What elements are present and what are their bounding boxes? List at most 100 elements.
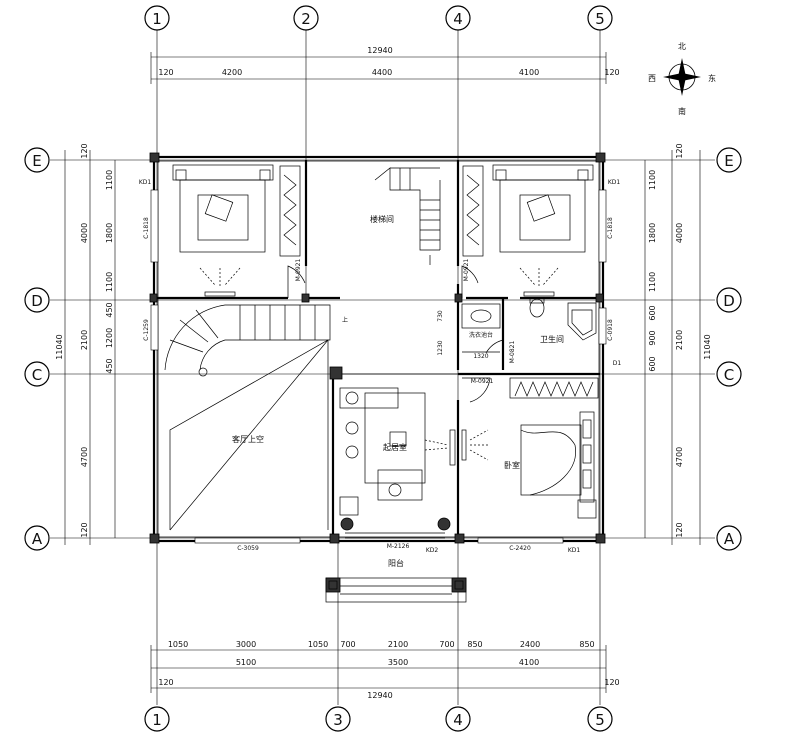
compass-south-label: 南 bbox=[678, 106, 686, 116]
dim-bottom-detail-6: 700 bbox=[439, 640, 454, 649]
label-kd1-right: KD1 bbox=[608, 179, 621, 186]
dim-top-span-3: 4100 bbox=[519, 68, 539, 77]
dim-bottom-detail-8: 2400 bbox=[520, 640, 540, 649]
structural-columns bbox=[149, 152, 606, 544]
dim-bottom-edge-right: 120 bbox=[604, 678, 619, 687]
dim-bottom-detail-3: 1050 bbox=[308, 640, 328, 649]
dim-right-outer-4: 4700 bbox=[675, 447, 684, 467]
label-d1: D1 bbox=[613, 360, 622, 367]
axis-left-c: C bbox=[32, 366, 42, 384]
dim-top-span-1: 4200 bbox=[222, 68, 242, 77]
label-m0921-mid: M-0921 bbox=[471, 378, 494, 385]
axis-left-d: D bbox=[31, 292, 43, 310]
window-c0918 bbox=[598, 307, 607, 345]
dim-bottom-detail-2: 3000 bbox=[236, 640, 256, 649]
dim-left-outer-5: 120 bbox=[80, 522, 89, 537]
doors: M-0921 M-0921 M-0821 M-0921 M-2126 bbox=[287, 259, 516, 550]
label-c0918: C-0918 bbox=[607, 319, 614, 341]
dim-left-inner-1: 1100 bbox=[105, 170, 114, 190]
dim-left-outer-4: 4700 bbox=[80, 447, 89, 467]
axis-top-5: 5 bbox=[595, 10, 605, 28]
dim-left-inner-3: 1100 bbox=[105, 272, 114, 292]
compass-north-label: 北 bbox=[678, 42, 686, 51]
balcony: 阳台 bbox=[325, 558, 467, 603]
basin-counter bbox=[461, 303, 501, 329]
dim-bottom-detail-9: 850 bbox=[579, 640, 594, 649]
interior-walls bbox=[157, 160, 600, 538]
window-c1259 bbox=[150, 304, 159, 351]
axis-right-e: E bbox=[724, 152, 733, 170]
door-swing-m0921-right bbox=[461, 265, 479, 298]
dim-top-span-2: 4400 bbox=[372, 68, 392, 77]
compass-east-label: 东 bbox=[708, 73, 716, 83]
dim-top-edge-right: 120 bbox=[604, 68, 619, 77]
dim-top-total: 12940 bbox=[367, 46, 392, 55]
dim-right-outer-2: 4000 bbox=[675, 223, 684, 243]
living-void: 客厅上空 bbox=[169, 339, 329, 531]
bedroom-right-bottom: 卧室 bbox=[461, 377, 599, 519]
room-bathroom-label: 卫生间 bbox=[540, 334, 564, 344]
axis-top-2: 2 bbox=[301, 10, 311, 28]
axis-top-4: 4 bbox=[453, 10, 463, 28]
axis-right-c: C bbox=[724, 366, 734, 384]
opening-codes: KD1 KD1 KD1 KD2 D1 bbox=[139, 179, 622, 554]
dim-bottom-edge-left: 120 bbox=[158, 678, 173, 687]
dim-bottom-span-3: 4100 bbox=[519, 658, 539, 667]
label-c1818-left: C-1818 bbox=[143, 217, 150, 239]
axis-left-e: E bbox=[32, 152, 41, 170]
room-bedroom-right-label: 卧室 bbox=[504, 460, 520, 470]
dim-left-inner-4: 450 bbox=[105, 302, 114, 317]
dim-bottom-total: 12940 bbox=[367, 691, 392, 700]
windows: C-1818 C-1818 C-1259 C-0918 C-3059 C-242… bbox=[143, 189, 614, 552]
dim-left-inner-2: 1800 bbox=[105, 223, 114, 243]
label-kd1-left: KD1 bbox=[139, 179, 152, 186]
dim-bottom-span-2: 3500 bbox=[388, 658, 408, 667]
window-c2420 bbox=[477, 537, 564, 544]
dim-right-inner-6: 600 bbox=[648, 356, 657, 371]
compass-west-label: 西 bbox=[648, 74, 656, 83]
dim-left-outer-2: 4000 bbox=[80, 223, 89, 243]
bathroom: 洗衣池台 1320 730 1230 卫生间 bbox=[437, 297, 597, 360]
bedroom-right-top-furniture bbox=[462, 164, 594, 297]
label-m0821: M-0821 bbox=[509, 341, 516, 364]
dim-left-inner-5: 1200 bbox=[105, 328, 114, 348]
label-c2420: C-2420 bbox=[509, 545, 531, 552]
window-c1818-left bbox=[150, 189, 159, 263]
basin-label: 洗衣池台 bbox=[469, 331, 493, 339]
grid-lines bbox=[50, 30, 715, 705]
compass-rose-icon: 北 南 东 西 bbox=[648, 42, 716, 116]
dim-top-edge-left: 120 bbox=[158, 68, 173, 77]
dim-left-outer-3: 2100 bbox=[80, 330, 89, 350]
dim-right-outer-1: 120 bbox=[675, 143, 684, 158]
bath-h1-dim: 730 bbox=[437, 310, 444, 322]
label-c3059: C-3059 bbox=[237, 545, 259, 552]
dim-bottom-detail-5: 2100 bbox=[388, 640, 408, 649]
dim-left-inner-6: 450 bbox=[105, 358, 114, 373]
axis-right-a: A bbox=[724, 530, 735, 548]
dim-right-total: 11040 bbox=[703, 334, 712, 359]
label-kd1-bottom-right: KD1 bbox=[568, 547, 581, 554]
dim-left-total: 11040 bbox=[55, 334, 64, 359]
right-dimensions: 1100 1800 1100 600 900 600 120 4000 2100… bbox=[644, 143, 712, 545]
label-m0921-left: M-0921 bbox=[295, 259, 302, 282]
label-c1259: C-1259 bbox=[143, 319, 150, 341]
dim-right-inner-4: 600 bbox=[648, 305, 657, 320]
axis-bottom-3: 3 bbox=[333, 711, 343, 729]
bottom-dimensions: 1050 3000 1050 700 2100 700 850 2400 850… bbox=[150, 640, 620, 700]
room-balcony-label: 阳台 bbox=[388, 558, 404, 568]
dim-bottom-span-1: 5100 bbox=[236, 658, 256, 667]
label-c1818-right: C-1818 bbox=[607, 217, 614, 239]
window-c3059 bbox=[194, 537, 301, 544]
bedroom-left-furniture bbox=[172, 164, 301, 297]
dim-bottom-detail-7: 850 bbox=[467, 640, 482, 649]
curved-staircase: 上 bbox=[164, 304, 348, 377]
stair-up-marker: 上 bbox=[342, 316, 348, 324]
label-kd2: KD2 bbox=[426, 547, 439, 554]
dim-left-outer-1: 120 bbox=[80, 143, 89, 158]
right-axis-labels: E D C A bbox=[716, 147, 742, 551]
staircase-top: 楼梯间 bbox=[370, 167, 441, 265]
axis-bottom-1: 1 bbox=[152, 711, 162, 729]
door-swing-m0921-mid bbox=[462, 377, 491, 403]
axis-bottom-4: 4 bbox=[453, 711, 463, 729]
